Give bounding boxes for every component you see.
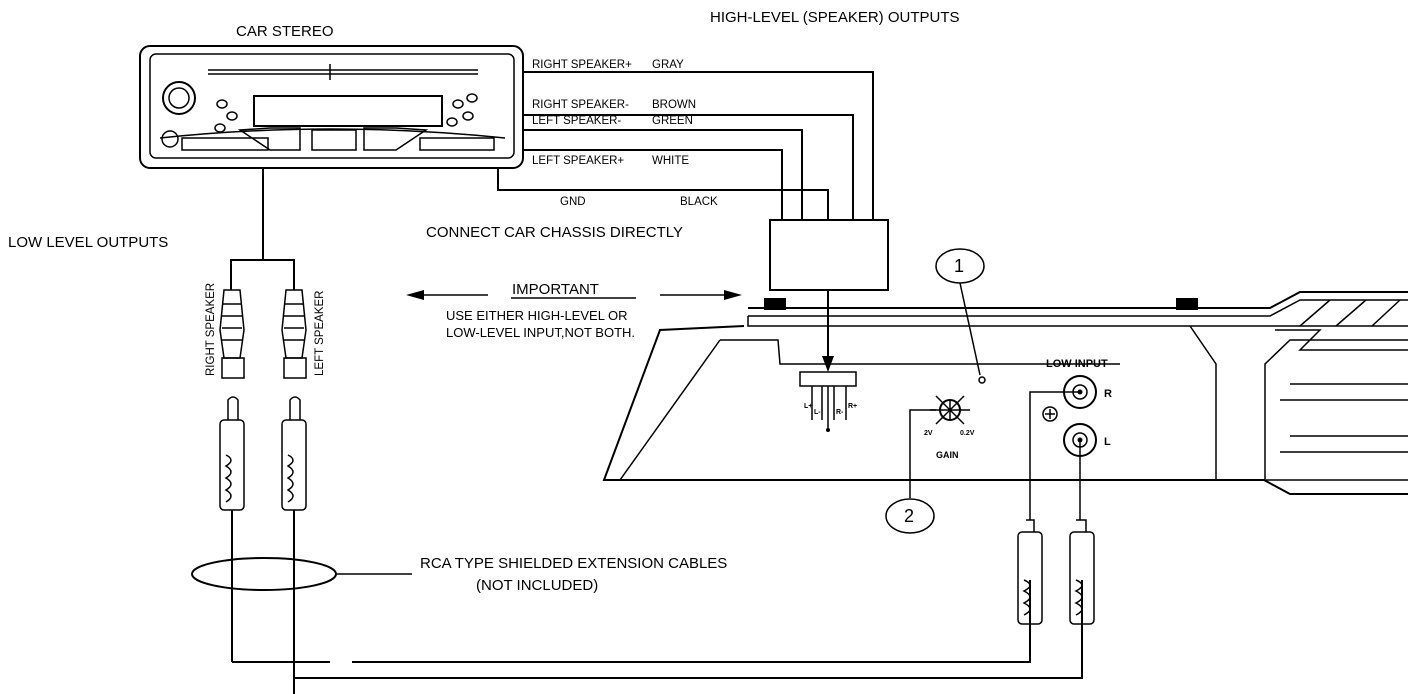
wire-green-color: GREEN [652,115,693,127]
connect-chassis-label: CONNECT CAR CHASSIS DIRECTLY [426,224,683,241]
left-speaker-label: LEFT SPEAKER [314,291,326,376]
important-heading: IMPORTANT [512,281,599,298]
wire-gray-color: GRAY [652,59,684,71]
high-level-outputs-title: HIGH-LEVEL (SPEAKER) OUTPUTS [710,9,960,26]
low-level-rca [191,168,1083,694]
pin-r-plus: R+ [848,403,857,410]
high-level-adapter: L+ L- R- R+ [769,219,889,432]
gain-02v-label: 0.2V [960,430,975,437]
low-level-outputs-title: LOW LEVEL OUTPUTS [8,234,168,251]
wire-left-speaker-minus: LEFT SPEAKER- [532,115,621,127]
amplifier [602,291,1408,495]
pin-l-plus: L+ [804,403,812,410]
callout-2 [885,498,935,534]
low-input-jacks [1017,375,1097,625]
gain-2v-label: 2V [924,430,933,437]
callout-1-number: 1 [954,256,964,276]
wire-gnd: GND [560,196,586,208]
important-text-2: LOW-LEVEL INPUT,NOT BOTH. [446,325,635,340]
wire-brown-color: BROWN [652,99,696,111]
callout-2-number: 2 [904,506,914,526]
important-note [406,290,742,300]
low-input-label: LOW INPUT [1046,358,1108,370]
wire-black-color: BLACK [680,196,718,208]
wire-white-color: WHITE [652,155,689,167]
wire-left-speaker-plus: LEFT SPEAKER+ [532,155,624,167]
rca-cables-label-1: RCA TYPE SHIELDED EXTENSION CABLES [420,555,727,572]
wire-right-speaker-minus: RIGHT SPEAKER- [532,99,629,111]
gain-knob [909,395,970,498]
wire-right-speaker-plus: RIGHT SPEAKER+ [532,59,632,71]
callout-1 [935,248,986,384]
pin-r-minus: R- [836,409,844,416]
input-l-label: L [1104,436,1111,448]
car-stereo-label: CAR STEREO [236,23,334,40]
gain-label: GAIN [936,450,959,460]
rca-cables-label-2: (NOT INCLUDED) [476,577,598,594]
right-speaker-label: RIGHT SPEAKER [205,283,217,376]
important-text-1: USE EITHER HIGH-LEVEL OR [446,308,628,323]
pin-l-minus: L- [814,409,821,416]
high-level-wires [497,71,874,220]
input-r-label: R [1104,388,1112,400]
car-stereo [139,45,524,169]
